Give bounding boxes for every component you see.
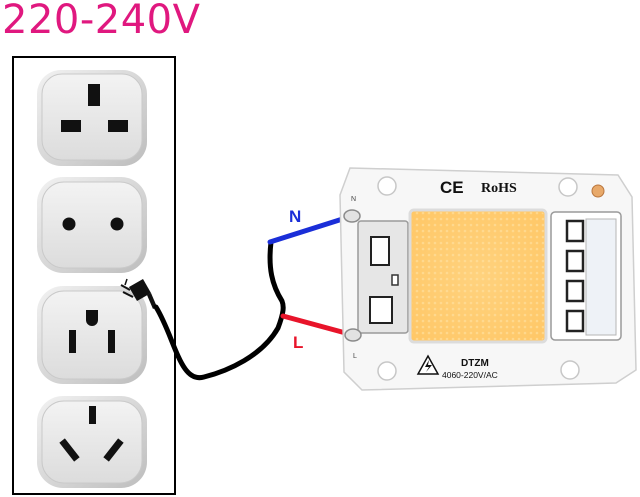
socket-au	[37, 396, 147, 488]
neutral-wire	[267, 213, 355, 245]
live-wire	[280, 313, 356, 338]
high-voltage-warning-icon	[416, 354, 440, 375]
socket-us	[37, 286, 147, 384]
mount-hole-tl	[377, 176, 397, 196]
rohs-mark: RoHS	[481, 181, 517, 196]
uk-earth-slot	[88, 84, 100, 106]
neutral-label: N	[289, 207, 301, 226]
mount-hole-br	[560, 360, 580, 380]
us-slot-left	[69, 330, 76, 353]
ce-mark: CE	[440, 178, 464, 197]
solder-pad-l	[344, 328, 362, 342]
voltage-title: 220-240V	[2, 0, 201, 43]
socket-uk	[37, 70, 147, 166]
uk-live-slot	[61, 120, 81, 132]
mount-hole-bl	[377, 361, 397, 381]
eu-pin-hole-left	[62, 217, 76, 231]
power-cord	[153, 239, 286, 381]
terminal-n-label: N	[351, 196, 356, 203]
socket-eu	[37, 177, 147, 273]
led-module: CE RoHS N L DTZM 4060-220V/AC	[339, 167, 637, 391]
eu-pin-hole-right	[110, 217, 124, 231]
au-slot-left	[59, 438, 80, 462]
us-ground-hole	[86, 310, 98, 326]
rating-label: 4060-220V/AC	[442, 370, 498, 380]
live-label: L	[293, 333, 303, 352]
uk-neutral-slot	[108, 120, 128, 132]
solder-pad-n	[343, 209, 361, 223]
us-slot-right	[108, 330, 115, 353]
au-slot-right	[103, 438, 124, 462]
orange-component	[591, 184, 605, 198]
terminal-l-label: L	[353, 353, 357, 360]
au-earth-slot	[89, 406, 96, 424]
brand-label: DTZM	[461, 358, 489, 369]
mount-hole-tr	[558, 177, 578, 197]
